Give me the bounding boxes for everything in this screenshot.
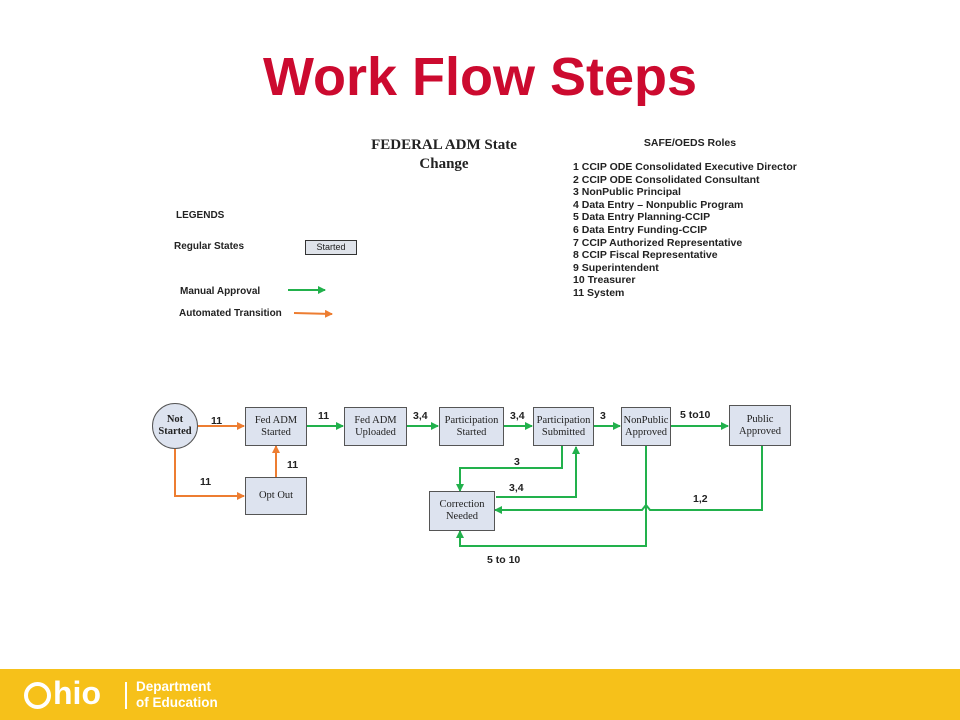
edge-label: 3 (600, 410, 606, 422)
state-not-started: Not Started (152, 403, 198, 449)
role-item: 3 NonPublic Principal (573, 186, 681, 199)
department-line2: of Education (136, 695, 218, 710)
role-item: 2 CCIP ODE Consolidated Consultant (573, 173, 760, 186)
legend-manual-approval: Manual Approval (180, 286, 261, 297)
diagram-title-line1: FEDERAL ADM State (371, 137, 517, 153)
department-name: Department of Education (136, 679, 218, 711)
edge-label: 3,4 (509, 482, 524, 494)
edge-not-started-to-opt-out (174, 449, 245, 500)
edge-label: 5 to 10 (487, 554, 521, 566)
edge-label: 3,4 (510, 410, 525, 422)
ohio-logo-o (24, 682, 51, 709)
edge-label: 11 (211, 415, 223, 427)
legend-automated-arrow (293, 309, 333, 318)
legend-automated-transition: Automated Transition (179, 308, 282, 319)
edge-label: 5 to10 (680, 409, 711, 421)
edge-label: 1,2 (693, 493, 708, 505)
legend-state-sample: Started (305, 240, 357, 255)
role-item: 4 Data Entry – Nonpublic Program (573, 198, 744, 211)
footer-bar: hio Department of Education (0, 669, 960, 720)
department-line1: Department (136, 679, 212, 694)
edge-correction-to-submitted (496, 446, 580, 498)
footer-divider (125, 682, 127, 709)
state-public-approved: Public Approved (729, 405, 791, 446)
edge-public-to-correction (494, 446, 763, 514)
role-item: 1 CCIP ODE Consolidated Executive Direct… (573, 161, 797, 173)
legend-heading: LEGENDS (176, 210, 225, 221)
legend-regular-states: Regular States (174, 241, 245, 252)
roles-heading: SAFE/OEDS Roles (643, 137, 737, 149)
role-item: 5 Data Entry Planning-CCIP (573, 211, 711, 224)
edge-label: 3,4 (413, 410, 428, 422)
edge-label: 11 (200, 476, 212, 488)
state-fed-adm-started: Fed ADM Started (245, 407, 307, 446)
state-participation-submitted: Participation Submitted (533, 407, 594, 446)
role-item: 7 CCIP Authorized Representative (573, 236, 743, 249)
state-fed-adm-uploaded: Fed ADM Uploaded (344, 407, 407, 446)
diagram-title: FEDERAL ADM State Change (344, 136, 544, 174)
diagram-title-line2: Change (419, 156, 469, 172)
role-item: 9 Superintendent (573, 261, 659, 274)
edge-submitted-to-correction (456, 446, 563, 492)
edge-label: 11 (287, 459, 299, 471)
role-item: 11 System (573, 286, 625, 299)
page-title: Work Flow Steps (262, 47, 698, 107)
state-opt-out: Opt Out (245, 477, 307, 515)
state-participation-started: Participation Started (439, 407, 504, 446)
edge-nonpublic-to-correction (456, 446, 647, 547)
roles-list: 1 CCIP ODE Consolidated Executive Direct… (573, 161, 797, 300)
role-item: 6 Data Entry Funding-CCIP (573, 223, 708, 236)
ohio-logo-text: hio (53, 675, 101, 711)
edge-label: 11 (318, 410, 330, 422)
role-item: 8 CCIP Fiscal Representative (573, 249, 718, 262)
state-nonpublic-approved: NonPublic Approved (621, 407, 671, 446)
state-correction-needed: Correction Needed (429, 491, 495, 531)
flow-connectors (174, 286, 763, 547)
role-item: 10 Treasurer (573, 274, 636, 287)
edge-label: 3 (514, 456, 520, 468)
